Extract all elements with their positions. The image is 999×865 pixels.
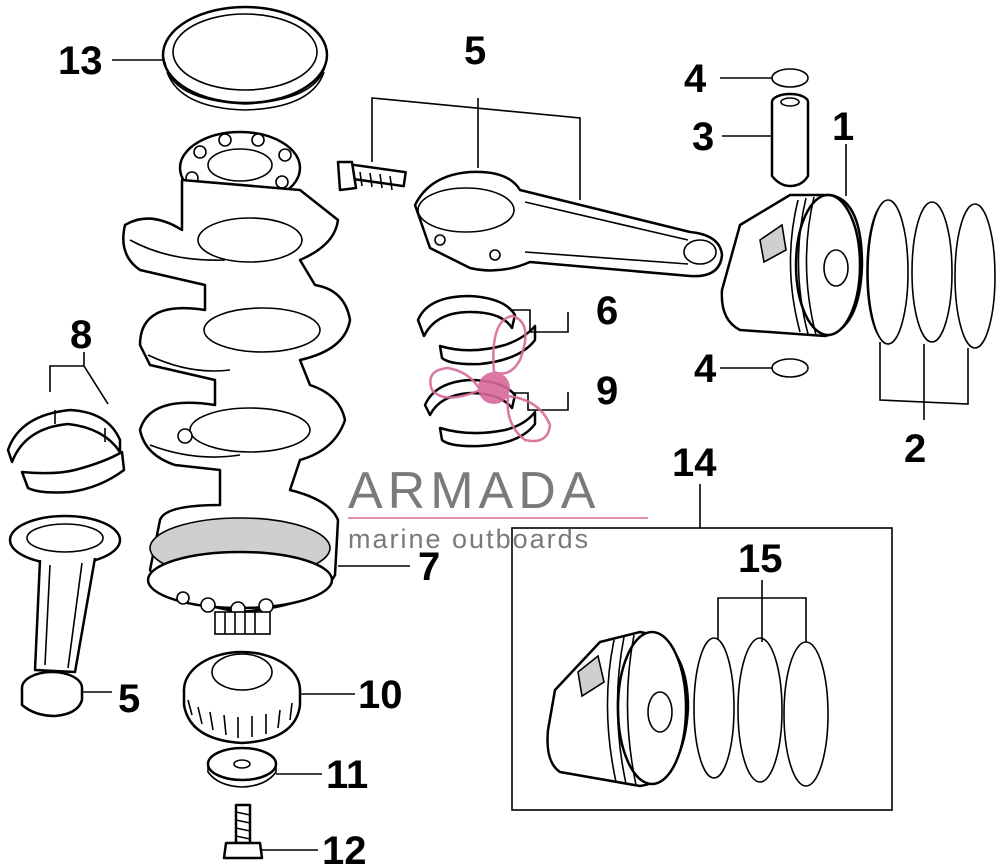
label-15: 15 <box>738 537 783 581</box>
part-piston <box>720 193 864 338</box>
propeller-logo-icon <box>429 314 552 443</box>
part-piston-rings <box>866 199 996 349</box>
leader-5-upper <box>371 97 581 200</box>
part-circlip-upper <box>771 68 809 88</box>
label-10: 10 <box>358 673 403 717</box>
part-circlip-lower <box>771 358 809 378</box>
part-washer <box>206 746 278 788</box>
label-1: 1 <box>832 105 854 149</box>
label-14: 14 <box>672 441 717 485</box>
label-7: 7 <box>418 545 440 589</box>
leader-6 <box>512 309 569 333</box>
label-6: 6 <box>596 289 618 333</box>
label-5-lower: 5 <box>118 677 140 721</box>
part-oil-seal <box>161 5 329 111</box>
leader-8 <box>49 352 109 405</box>
watermark-tagline: marine outboards <box>348 524 590 554</box>
label-4-lower: 4 <box>694 347 717 391</box>
label-9: 9 <box>596 369 618 413</box>
label-5-upper: 5 <box>464 29 486 73</box>
part-bolt <box>222 803 264 860</box>
label-13: 13 <box>58 39 103 83</box>
part-rod-bearing <box>416 294 537 366</box>
label-12: 12 <box>322 829 367 865</box>
part-connecting-rod-lower <box>8 514 122 718</box>
part-connecting-rod-upper <box>336 160 724 278</box>
label-8: 8 <box>70 313 92 357</box>
label-11: 11 <box>326 753 368 797</box>
part-gear <box>182 650 302 745</box>
part-piston-kit <box>546 630 829 788</box>
part-crankshaft <box>122 130 352 635</box>
label-4-upper: 4 <box>684 57 707 101</box>
watermark-brand: ARMADA <box>348 462 600 520</box>
label-3: 3 <box>692 115 714 159</box>
leader-9 <box>512 392 569 411</box>
kit-box <box>511 527 893 811</box>
leader-15 <box>717 580 807 642</box>
part-piston-pin <box>770 92 810 188</box>
part-main-bearing <box>6 408 126 494</box>
leader-2 <box>879 342 969 420</box>
label-2: 2 <box>904 427 926 471</box>
